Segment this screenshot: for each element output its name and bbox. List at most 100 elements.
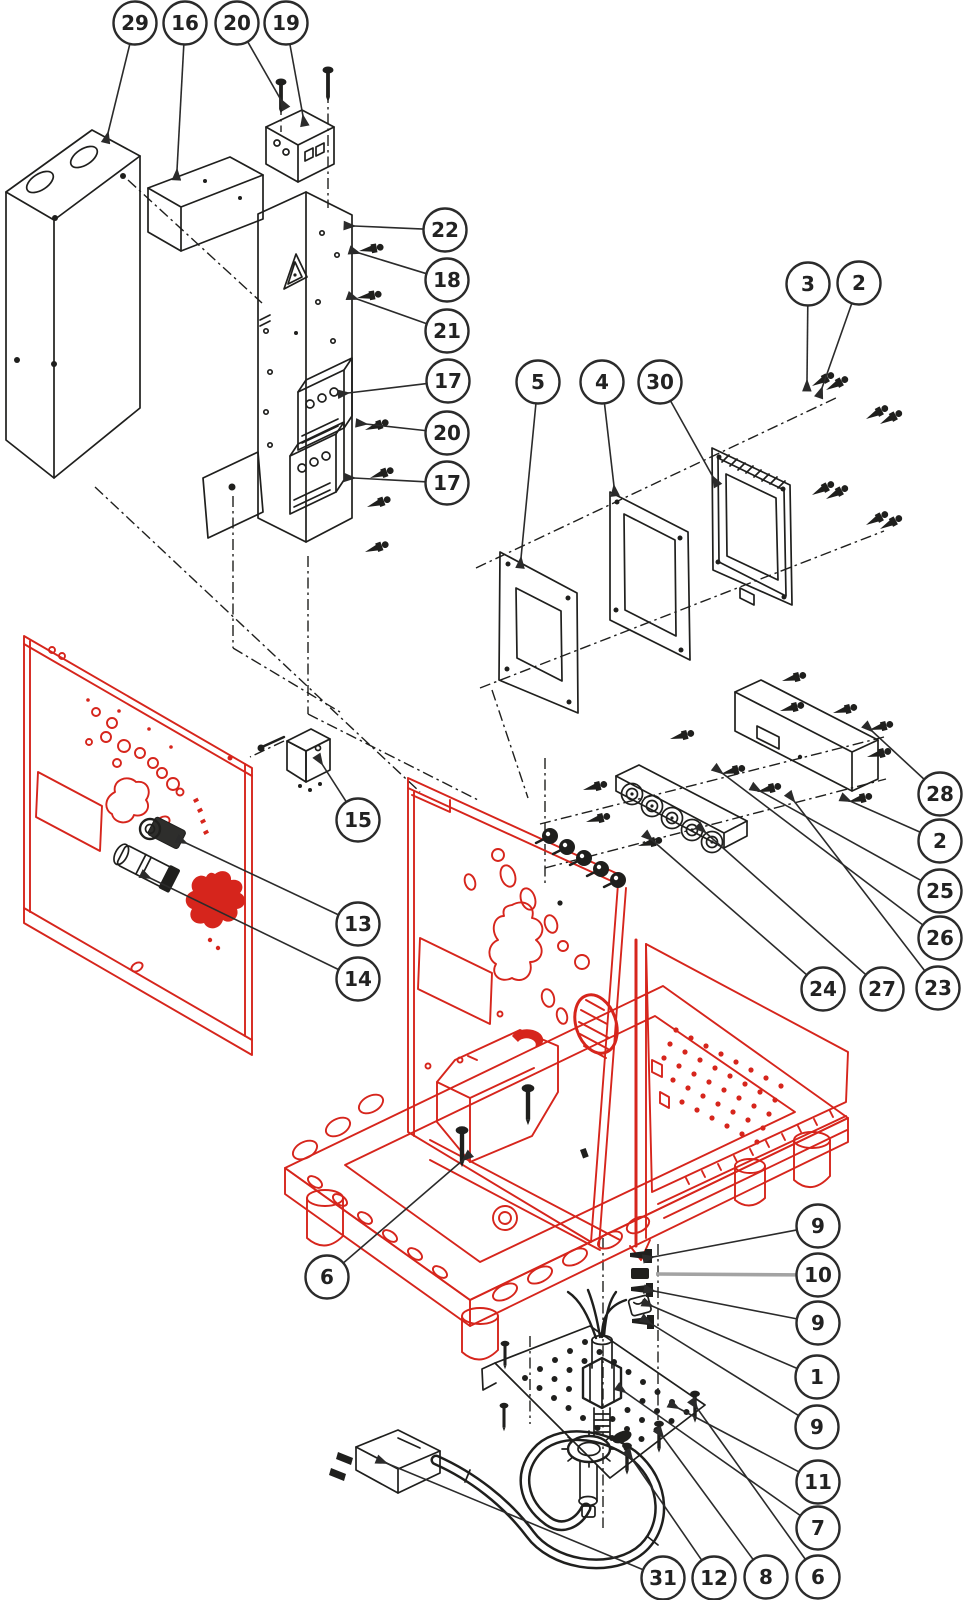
mounting-bracket bbox=[202, 191, 353, 543]
leader-line bbox=[641, 1229, 798, 1264]
balloon-5: 5 bbox=[515, 359, 561, 569]
balloon-circle bbox=[795, 1554, 841, 1600]
balloon-circle bbox=[425, 358, 471, 404]
leader-line bbox=[669, 400, 723, 489]
balloon-30: 30 bbox=[637, 359, 723, 489]
tray-support-funnel bbox=[436, 1029, 559, 1163]
balloon-27: 27 bbox=[694, 821, 905, 1012]
fuse-holder bbox=[113, 843, 180, 893]
balloon-13: 13 bbox=[174, 834, 381, 947]
leader-line bbox=[174, 834, 339, 916]
balloon-number: 19 bbox=[272, 11, 300, 35]
balloon-number: 28 bbox=[926, 782, 954, 806]
leader-line bbox=[861, 720, 925, 780]
spacer-box-28 bbox=[734, 679, 879, 792]
balloon-number: 9 bbox=[810, 1415, 824, 1439]
balloon-circle bbox=[800, 966, 846, 1012]
balloon-12: 12 bbox=[622, 1447, 737, 1600]
balloon-circle bbox=[785, 261, 831, 307]
balloon-circle bbox=[112, 0, 158, 46]
balloon-circle bbox=[917, 915, 963, 961]
balloon-circle bbox=[424, 257, 470, 303]
balloon-number: 5 bbox=[531, 370, 545, 394]
balloon-number: 3 bbox=[801, 272, 815, 296]
leader-line bbox=[374, 1454, 644, 1571]
balloon-number: 18 bbox=[433, 268, 461, 292]
balloon-circle bbox=[794, 1404, 840, 1450]
balloon-circle bbox=[915, 965, 961, 1011]
balloon-number: 25 bbox=[926, 879, 954, 903]
balloon-circle bbox=[795, 1505, 841, 1551]
leader-line bbox=[710, 762, 924, 926]
rubber-foot-left bbox=[306, 1189, 344, 1247]
leader-line bbox=[640, 1297, 798, 1370]
schuko-plug bbox=[329, 1429, 441, 1494]
chassis-side-panel bbox=[629, 938, 849, 1261]
cable-gland-heater bbox=[561, 1288, 628, 1518]
balloon-14: 14 bbox=[138, 869, 381, 1002]
leader-line bbox=[666, 1398, 800, 1473]
balloon-16: 16 bbox=[162, 0, 208, 181]
balloon-number: 24 bbox=[809, 977, 837, 1001]
base-frame bbox=[284, 985, 849, 1361]
balloon-17: 17 bbox=[337, 358, 471, 404]
brand-logo-decal bbox=[185, 871, 246, 929]
balloon-2: 2 bbox=[838, 792, 963, 864]
balloon-circle bbox=[917, 771, 963, 817]
balloon-circle bbox=[214, 0, 260, 46]
leader-line bbox=[343, 472, 426, 483]
enclosure-box bbox=[5, 129, 141, 479]
balloon-23: 23 bbox=[783, 789, 961, 1011]
leader-line bbox=[289, 44, 310, 128]
red-parts bbox=[23, 635, 849, 1361]
connector-box bbox=[265, 109, 335, 183]
balloon-number: 2 bbox=[852, 271, 866, 295]
side-panel-perforation bbox=[661, 1027, 784, 1145]
balloon-4: 4 bbox=[579, 359, 625, 497]
leader-line bbox=[838, 792, 921, 833]
balloon-6: 6 bbox=[304, 1149, 475, 1300]
balloon-circle bbox=[335, 901, 381, 947]
balloon-20: 20 bbox=[214, 0, 291, 112]
hole-grids bbox=[522, 1027, 784, 1451]
leader-line bbox=[638, 1313, 800, 1417]
leader-line bbox=[622, 1447, 703, 1561]
balloon-number: 27 bbox=[868, 977, 896, 1001]
leader-line bbox=[343, 220, 424, 231]
balloon-number: 1 bbox=[810, 1365, 824, 1389]
leader-line bbox=[312, 752, 348, 803]
balloon-circle bbox=[424, 460, 470, 506]
power-cord bbox=[430, 1430, 666, 1570]
balloon-circle bbox=[917, 868, 963, 914]
balloon-circle bbox=[424, 308, 470, 354]
balloon-circle bbox=[795, 1300, 841, 1346]
balloon-number: 11 bbox=[804, 1470, 832, 1494]
gasket-frame-5 bbox=[498, 551, 579, 714]
balloon-9: 9 bbox=[638, 1313, 840, 1450]
balloon-circle bbox=[424, 410, 470, 456]
gasket-frame-4 bbox=[609, 491, 691, 661]
balloon-number: 15 bbox=[344, 808, 372, 832]
balloon-circle bbox=[335, 956, 381, 1002]
balloon-number: 16 bbox=[171, 11, 199, 35]
chassis-back-panel bbox=[407, 777, 627, 1247]
balloon-circle bbox=[162, 0, 208, 46]
leader-line bbox=[138, 869, 340, 971]
balloon-7: 7 bbox=[613, 1382, 841, 1551]
balloon-circle bbox=[917, 818, 963, 864]
balloon-circle bbox=[637, 359, 683, 405]
leader-line bbox=[641, 829, 808, 976]
balloon-2: 2 bbox=[814, 260, 882, 400]
balloon-circle bbox=[795, 1252, 841, 1298]
balloon-circle bbox=[859, 966, 905, 1012]
balloon-circle bbox=[579, 359, 625, 405]
terminal-block-lower bbox=[289, 421, 345, 515]
balloon-6: 6 bbox=[687, 1396, 841, 1600]
balloon-15: 15 bbox=[312, 752, 381, 843]
leader-line bbox=[814, 303, 853, 400]
balloon-circle bbox=[515, 359, 561, 405]
leader-line bbox=[802, 305, 812, 392]
leader-line bbox=[515, 403, 537, 569]
